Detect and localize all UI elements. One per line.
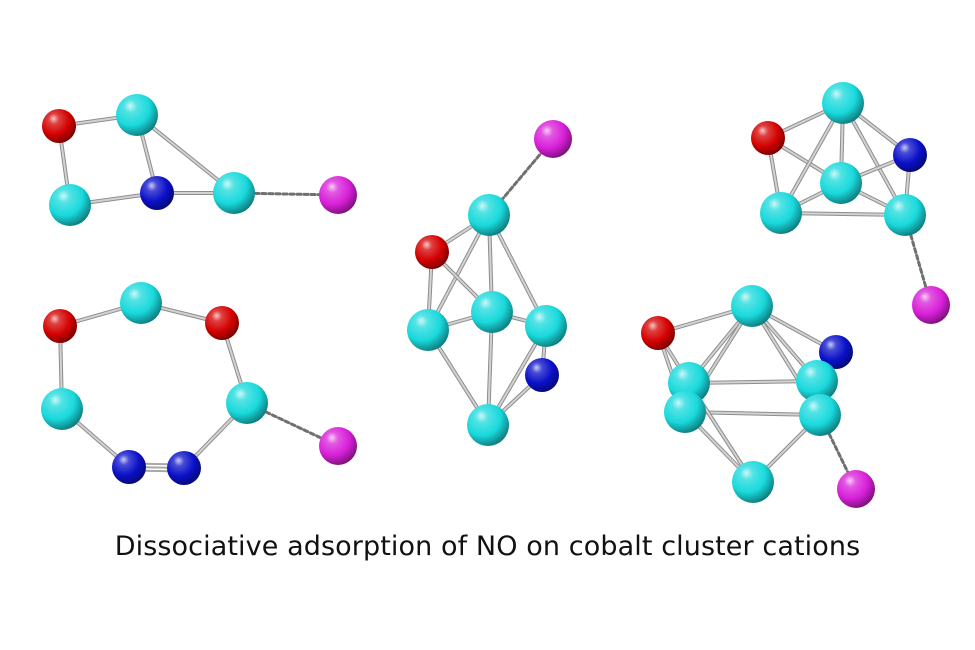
atom-ar bbox=[912, 286, 950, 324]
atom-co bbox=[731, 285, 773, 327]
atom-co bbox=[820, 162, 862, 204]
atom-o bbox=[43, 309, 77, 343]
atom-co bbox=[41, 388, 83, 430]
cluster-3 bbox=[407, 120, 572, 446]
atom-co bbox=[525, 305, 567, 347]
atom-o bbox=[415, 235, 449, 269]
atom-co bbox=[213, 172, 255, 214]
atom-o bbox=[42, 109, 76, 143]
atom-co bbox=[884, 194, 926, 236]
figure-caption: Dissociative adsorption of NO on cobalt … bbox=[114, 531, 861, 562]
atom-co bbox=[468, 194, 510, 236]
bond-highlight bbox=[427, 214, 490, 331]
atom-co bbox=[760, 192, 802, 234]
atom-ar bbox=[319, 427, 357, 465]
atom-o bbox=[205, 306, 239, 340]
atom-ar bbox=[837, 470, 875, 508]
atom-co bbox=[116, 94, 158, 136]
atom-co bbox=[732, 461, 774, 503]
atom-o bbox=[751, 121, 785, 155]
atom-n bbox=[140, 176, 174, 210]
atom-co bbox=[822, 82, 864, 124]
atom-n bbox=[525, 358, 559, 392]
atom-co bbox=[407, 309, 449, 351]
atom-co bbox=[226, 382, 268, 424]
bond-highlight bbox=[780, 102, 844, 214]
atom-o bbox=[641, 316, 675, 350]
cluster-1 bbox=[42, 94, 357, 226]
bond-highlight bbox=[842, 102, 906, 216]
atom-co bbox=[796, 360, 838, 402]
atom-co bbox=[120, 282, 162, 324]
atom-co bbox=[467, 404, 509, 446]
bond-highlight bbox=[688, 380, 818, 384]
atom-co bbox=[49, 184, 91, 226]
atoms-layer bbox=[41, 82, 950, 508]
atom-n bbox=[893, 138, 927, 172]
atom-n bbox=[112, 450, 146, 484]
atom-co bbox=[799, 394, 841, 436]
cluster-2 bbox=[41, 282, 357, 485]
atom-co bbox=[664, 391, 706, 433]
atom-co bbox=[471, 291, 513, 333]
atom-n bbox=[819, 335, 853, 369]
atom-ar bbox=[534, 120, 572, 158]
atom-ar bbox=[319, 176, 357, 214]
atom-n bbox=[167, 451, 201, 485]
cluster-5 bbox=[641, 285, 875, 508]
cluster-4 bbox=[751, 82, 950, 324]
